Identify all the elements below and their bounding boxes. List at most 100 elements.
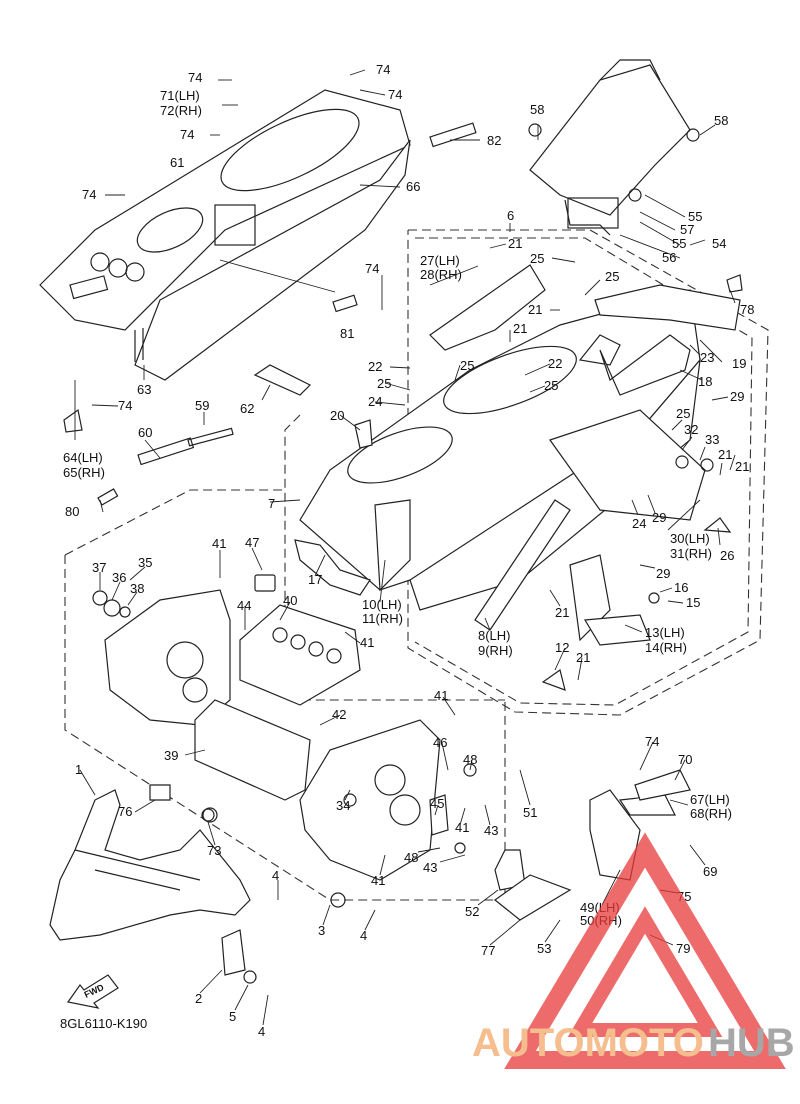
callout-57: 57 bbox=[680, 222, 694, 237]
callout-54: 54 bbox=[712, 236, 726, 251]
callout-63: 63 bbox=[137, 382, 151, 397]
callout-74: 74 bbox=[118, 398, 132, 413]
callout-32: 32 bbox=[684, 422, 698, 437]
callout-30-lh: 30(LH) bbox=[670, 531, 710, 546]
callout-22: 22 bbox=[548, 356, 562, 371]
callout-71-lh: 71(LH) bbox=[160, 88, 200, 103]
callout-13-lh: 13(LH) bbox=[645, 625, 685, 640]
callout-14-rh: 14(RH) bbox=[645, 640, 687, 655]
callout-78: 78 bbox=[740, 302, 754, 317]
front-frame bbox=[49, 789, 251, 941]
fwd-arrow-icon: FWD bbox=[66, 974, 119, 1009]
callout-48: 48 bbox=[463, 752, 477, 767]
callout-4: 4 bbox=[272, 868, 279, 883]
callout-58: 58 bbox=[530, 102, 544, 117]
callout-81: 81 bbox=[340, 326, 354, 341]
callout-21: 21 bbox=[735, 459, 749, 474]
callout-68-rh: 68(RH) bbox=[690, 806, 732, 821]
watermark-logo: AUTOMOTO HUB bbox=[472, 832, 795, 1069]
callout-74: 74 bbox=[388, 87, 402, 102]
callout-41: 41 bbox=[212, 536, 226, 551]
callout-25: 25 bbox=[544, 378, 558, 393]
callout-48: 48 bbox=[404, 850, 418, 865]
callout-56: 56 bbox=[662, 250, 676, 265]
callout-60: 60 bbox=[138, 425, 152, 440]
callout-76: 76 bbox=[118, 804, 132, 819]
callout-34: 34 bbox=[336, 798, 350, 813]
callout-66: 66 bbox=[406, 179, 420, 194]
left-bulkhead bbox=[92, 589, 231, 726]
callout-28-rh: 28(RH) bbox=[420, 267, 462, 282]
callout-39: 39 bbox=[164, 748, 178, 763]
callout-38: 38 bbox=[130, 581, 144, 596]
callout-72-rh: 72(RH) bbox=[160, 103, 202, 118]
callout-41: 41 bbox=[455, 820, 469, 835]
callout-67-lh: 67(LH) bbox=[690, 792, 730, 807]
callout-43: 43 bbox=[423, 860, 437, 875]
callout-3: 3 bbox=[318, 923, 325, 938]
callout-73: 73 bbox=[207, 843, 221, 858]
callout-47: 47 bbox=[245, 535, 259, 550]
callout-4: 4 bbox=[360, 928, 367, 943]
callout-26: 26 bbox=[720, 548, 734, 563]
callout-35: 35 bbox=[138, 555, 152, 570]
callout-4: 4 bbox=[258, 1024, 265, 1039]
callout-24: 24 bbox=[632, 516, 646, 531]
rear-flap-assembly bbox=[528, 59, 700, 236]
callout-27-lh: 27(LH) bbox=[420, 253, 460, 268]
callout-37: 37 bbox=[92, 560, 106, 575]
callout-79: 79 bbox=[676, 941, 690, 956]
assembly-outlines bbox=[64, 229, 769, 901]
callout-9-rh: 9(RH) bbox=[478, 643, 513, 658]
callout-44: 44 bbox=[237, 598, 251, 613]
callout-74: 74 bbox=[188, 70, 202, 85]
callout-19: 19 bbox=[732, 356, 746, 371]
callout-17: 17 bbox=[308, 572, 322, 587]
callout-74: 74 bbox=[82, 187, 96, 202]
callout-55: 55 bbox=[672, 236, 686, 251]
callout-74: 74 bbox=[376, 62, 390, 77]
callout-25: 25 bbox=[530, 251, 544, 266]
callout-29: 29 bbox=[652, 510, 666, 525]
callout-52: 52 bbox=[465, 904, 479, 919]
callout-36: 36 bbox=[112, 570, 126, 585]
callout-80: 80 bbox=[65, 504, 79, 519]
callout-25: 25 bbox=[605, 269, 619, 284]
watermark-text-automoto: AUTOMOTO bbox=[472, 1021, 704, 1065]
watermark-inner-triangle-icon bbox=[567, 906, 723, 1037]
front-components bbox=[194, 574, 361, 801]
callout-41: 41 bbox=[371, 873, 385, 888]
diagram-code: 8GL6110-K190 bbox=[60, 1016, 147, 1031]
callout-41: 41 bbox=[434, 688, 448, 703]
callout-65-rh: 65(RH) bbox=[63, 465, 105, 480]
callout-25: 25 bbox=[676, 406, 690, 421]
callout-42: 42 bbox=[332, 707, 346, 722]
callout-29: 29 bbox=[656, 566, 670, 581]
callout-29: 29 bbox=[730, 389, 744, 404]
callout-43: 43 bbox=[484, 823, 498, 838]
callout-21: 21 bbox=[508, 236, 522, 251]
callout-7: 7 bbox=[268, 496, 275, 511]
callout-74: 74 bbox=[365, 261, 379, 276]
callout-59: 59 bbox=[195, 398, 209, 413]
callout-21: 21 bbox=[576, 650, 590, 665]
callout-2: 2 bbox=[195, 991, 202, 1006]
callout-21: 21 bbox=[555, 605, 569, 620]
callout-74: 74 bbox=[645, 734, 659, 749]
callout-61: 61 bbox=[170, 155, 184, 170]
callout-33: 33 bbox=[705, 432, 719, 447]
callout-25: 25 bbox=[377, 376, 391, 391]
watermark-text-hub: HUB bbox=[708, 1021, 795, 1065]
watermark-triangle-icon bbox=[504, 832, 786, 1069]
callout-20: 20 bbox=[330, 408, 344, 423]
rear-brackets bbox=[149, 784, 676, 921]
callout-22: 22 bbox=[368, 359, 382, 374]
callout-74: 74 bbox=[180, 127, 194, 142]
callout-24: 24 bbox=[368, 394, 382, 409]
callout-41: 41 bbox=[360, 635, 374, 650]
callout-12: 12 bbox=[555, 640, 569, 655]
callout-40: 40 bbox=[283, 593, 297, 608]
callout-16: 16 bbox=[674, 580, 688, 595]
front-bulkhead bbox=[299, 719, 441, 881]
callout-70: 70 bbox=[678, 752, 692, 767]
